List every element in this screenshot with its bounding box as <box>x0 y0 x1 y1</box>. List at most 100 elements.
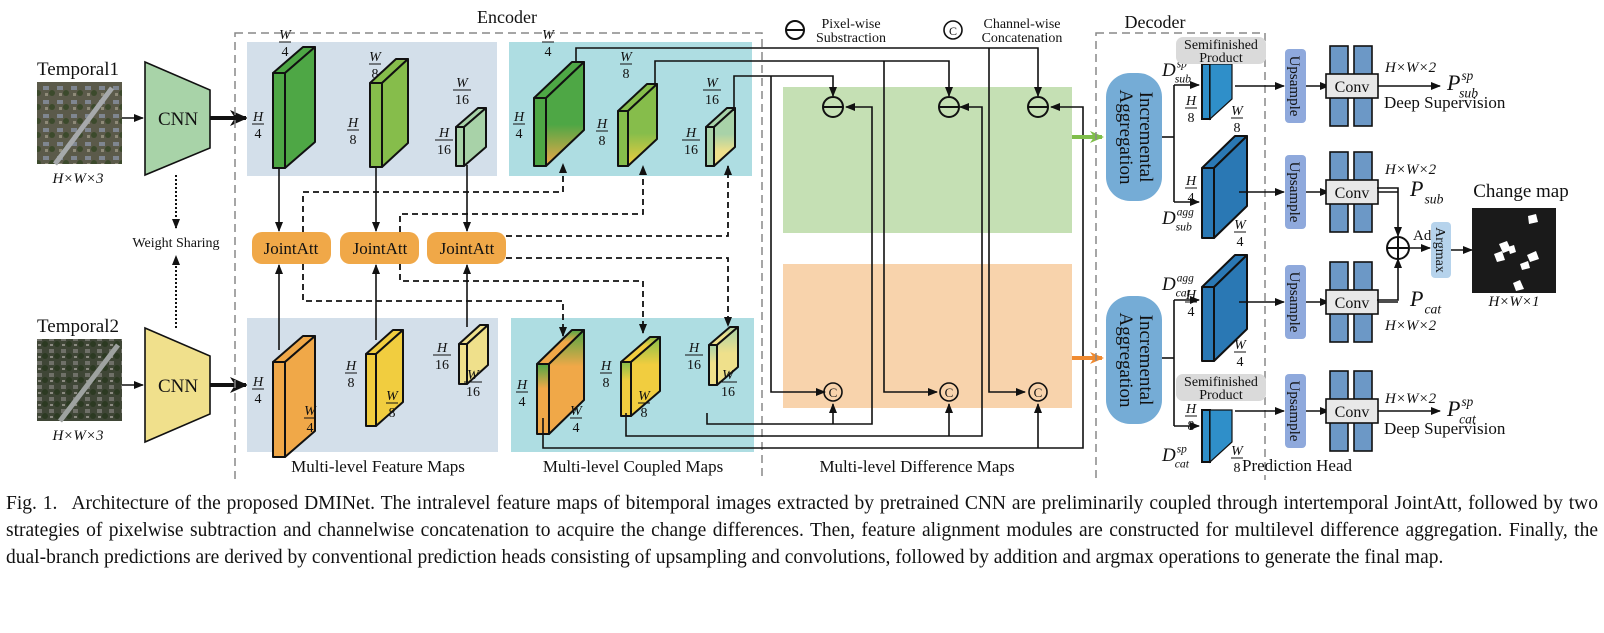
change-map-size: H×W×1 <box>1487 294 1539 310</box>
svg-text:8: 8 <box>603 376 610 391</box>
feature-map-t2-h-label-1: H4 <box>252 375 264 407</box>
coupled-map-t2-w-label-1: W4 <box>570 404 583 436</box>
decoder-output-w-label-2: W4 <box>1234 218 1247 250</box>
architecture-diagram: Temporal1 H×W×3 Temporal2 H×W×3 CNN CNN … <box>37 7 1569 480</box>
svg-text:16: 16 <box>705 93 719 108</box>
caption-text: Architecture of the proposed DMINet. The… <box>6 493 1599 568</box>
subtraction-op-3 <box>1027 96 1049 118</box>
svg-text:4: 4 <box>255 127 262 142</box>
temporal1-image <box>37 82 122 166</box>
svg-text:Upsample: Upsample <box>1286 56 1302 117</box>
svg-text:Conv: Conv <box>1335 79 1370 96</box>
svg-text:W: W <box>638 389 651 404</box>
feature-map-t2-level-2 <box>365 329 404 427</box>
cnn-encoder-2: CNN <box>144 326 211 444</box>
svg-text:4: 4 <box>255 392 262 407</box>
svg-text:JointAtt: JointAtt <box>264 239 319 258</box>
svg-text:4: 4 <box>1188 305 1195 320</box>
decoder-title: Decoder <box>1125 12 1186 32</box>
feature-maps-label: Multi-level Feature Maps <box>291 457 465 476</box>
svg-text:H: H <box>513 110 525 125</box>
decoder-output-h-label-1: H8 <box>1185 94 1197 126</box>
coupled-maps-label: Multi-level Coupled Maps <box>543 457 723 476</box>
svg-text:W: W <box>304 404 317 419</box>
svg-text:W: W <box>279 28 292 43</box>
feature-map-t1-h-label-3: H16 <box>435 126 453 158</box>
svg-text:C: C <box>949 24 957 38</box>
svg-text:Aggregation: Aggregation <box>1115 90 1136 185</box>
svg-text:4: 4 <box>1237 355 1244 370</box>
head-output-size-1: H×W×2 <box>1384 60 1437 76</box>
svg-text:W: W <box>1234 218 1247 233</box>
svg-text:W: W <box>706 76 719 91</box>
svg-text:H: H <box>1185 174 1197 189</box>
feature-map-t2-w-label-3: W16 <box>464 368 482 400</box>
svg-text:16: 16 <box>466 385 480 400</box>
coupled-map-t1-h-label-2: H8 <box>596 117 608 149</box>
upsample-block-2: Upsample <box>1285 155 1306 229</box>
svg-text:H: H <box>1185 94 1197 109</box>
svg-text:H: H <box>252 110 264 125</box>
feature-map-t2-w-label-1: W4 <box>304 404 317 436</box>
conv-block-3: Conv <box>1325 261 1379 343</box>
svg-text:CNN: CNN <box>158 109 198 130</box>
svg-text:Product: Product <box>1199 51 1243 66</box>
decoder-frame <box>1095 32 1266 480</box>
decoder-output-cube-2 <box>1201 135 1248 239</box>
svg-text:4: 4 <box>573 421 580 436</box>
svg-text:W: W <box>386 389 399 404</box>
svg-text:JointAtt: JointAtt <box>440 239 495 258</box>
svg-text:16: 16 <box>721 385 735 400</box>
concat-op-1: C <box>823 382 843 402</box>
coupled-map-t1-level-3 <box>705 107 736 167</box>
svg-text:Product: Product <box>1199 388 1243 403</box>
svg-text:W: W <box>456 76 469 91</box>
svg-text:8: 8 <box>1188 111 1195 126</box>
decoder-output-w-label-3: W4 <box>1234 338 1247 370</box>
svg-text:JointAtt: JointAtt <box>353 239 408 258</box>
svg-text:Aggregation: Aggregation <box>1115 313 1136 408</box>
svg-text:16: 16 <box>437 143 451 158</box>
coupled-map-t2-level-1 <box>536 329 585 435</box>
jointatt-to-coupled-arrows <box>302 163 732 337</box>
subtraction-legend: Pixel-wise Substraction <box>785 17 886 46</box>
svg-text:4: 4 <box>307 421 314 436</box>
svg-text:8: 8 <box>350 133 357 148</box>
decoder-output-cube-3 <box>1201 254 1248 362</box>
decoder-output-w-label-4: W8 <box>1231 444 1244 476</box>
svg-text:Conv: Conv <box>1335 404 1370 421</box>
head-output-size-3: H×W×2 <box>1384 318 1437 334</box>
concat-op-3: C <box>1028 382 1048 402</box>
svg-text:H: H <box>345 359 357 374</box>
coupled-map-t2-w-label-2: W8 <box>638 389 651 421</box>
svg-text:W: W <box>542 28 555 43</box>
figure-caption: Fig. 1.Architecture of the proposed DMIN… <box>6 490 1598 571</box>
svg-text:C: C <box>829 385 838 400</box>
upsample-block-1: Upsample <box>1285 49 1306 123</box>
decoder-output-h-label-4: H8 <box>1185 402 1197 434</box>
prediction-output-3: Pcat <box>1409 286 1442 317</box>
caption-label: Fig. 1. <box>6 493 58 514</box>
svg-text:16: 16 <box>435 358 449 373</box>
decoder-output-w-label-1: W8 <box>1231 104 1244 136</box>
head-output-size-2: H×W×2 <box>1384 162 1437 178</box>
svg-text:Incremental: Incremental <box>1135 92 1156 183</box>
svg-text:8: 8 <box>389 406 396 421</box>
conv-block-4: Conv <box>1325 370 1379 452</box>
encoder-frame <box>234 32 763 480</box>
svg-text:16: 16 <box>684 143 698 158</box>
temporal1-label: Temporal1 <box>37 59 119 80</box>
incremental-aggregation-cat: Incremental Aggregation <box>1106 296 1162 424</box>
svg-text:Conv: Conv <box>1335 295 1370 312</box>
aggregation-branch-lines <box>1162 81 1200 430</box>
temporal1-size: H×W×3 <box>51 171 103 187</box>
svg-text:W: W <box>369 50 382 65</box>
svg-text:H: H <box>1185 402 1197 417</box>
feature-map-t1-level-2 <box>369 58 409 168</box>
svg-text:H: H <box>596 117 608 132</box>
svg-text:Upsample: Upsample <box>1286 381 1302 442</box>
svg-text:4: 4 <box>516 127 523 142</box>
